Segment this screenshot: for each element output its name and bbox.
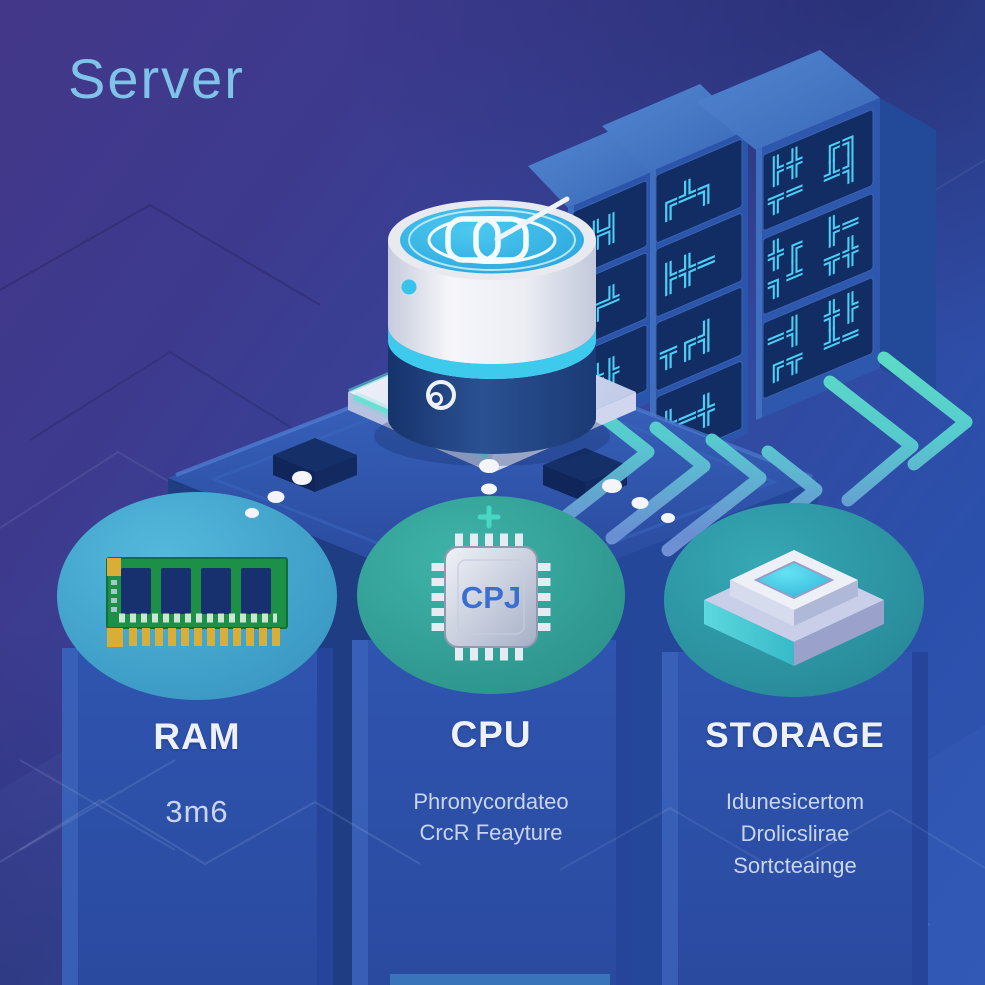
dotted-connectors	[245, 459, 675, 523]
ram-sublabel: 3m6	[165, 794, 229, 829]
cpu-chip-icon: CPJ	[431, 533, 551, 661]
cpu-sublabel-line2: CrcR Feayture	[419, 820, 563, 845]
database-cylinder	[374, 196, 610, 466]
cpu-sublabel-line1: Phronycordateo	[413, 789, 569, 814]
column-zigzag-decor	[0, 759, 985, 874]
plus-sparkle-icon	[477, 505, 501, 529]
storage-label: STORAGE	[705, 716, 885, 755]
ram-column	[62, 648, 333, 985]
cable	[877, 351, 973, 471]
network-cables	[549, 351, 973, 569]
storage-sublabel: Idunesicertom Drolicslirae Sortcteainge	[726, 786, 864, 882]
storage-sublabel-line3: Sortcteainge	[733, 853, 857, 878]
cable	[823, 375, 919, 507]
background-chevrons	[0, 159, 985, 985]
cpu-sublabel: Phronycordateo CrcR Feayture	[413, 786, 568, 848]
component-columns	[0, 640, 985, 985]
storage-stack-icon	[704, 550, 884, 666]
spiral-logo-icon	[426, 380, 456, 410]
dial-needle	[494, 196, 570, 242]
cable	[605, 421, 711, 545]
cable	[661, 433, 767, 557]
storage-sublabel-line1: Idunesicertom	[725, 789, 865, 814]
ram-stick-icon	[106, 557, 288, 647]
storage-column	[662, 652, 928, 985]
cable	[549, 407, 655, 531]
server-rack-3: ╠╬ ╔╗ ╦═ ╩╣ ╬╔ ╠═ ╗╩ ╦╬ ═╣ ╬╠ ╔╦ ╩═	[696, 50, 936, 420]
cpu-label: CPU	[450, 714, 532, 755]
bottom-accent-strip	[390, 974, 610, 985]
storage-sublabel-line2: Drolicslirae	[740, 821, 850, 846]
cpu-chip-text: CPJ	[461, 580, 521, 615]
cpu-column	[352, 640, 632, 985]
page-title: Server	[68, 47, 245, 110]
cylinder-cyan-stripe	[388, 326, 596, 379]
ram-label: RAM	[153, 716, 241, 757]
indicator-dot	[401, 279, 417, 295]
cylinder-navy-band	[388, 341, 596, 454]
